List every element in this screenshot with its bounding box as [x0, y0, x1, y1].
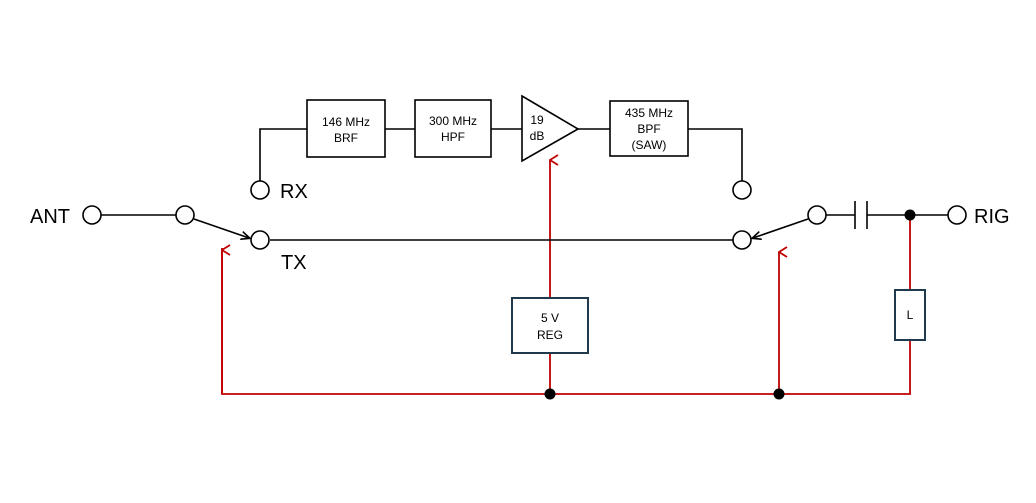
rx-wire-right: [688, 128, 743, 181]
control-lines: [222, 160, 911, 400]
bpf-line2: BPF: [637, 122, 660, 136]
rx-terminal-node: [250, 180, 270, 200]
bpf-filter-block: 435 MHz BPF (SAW): [609, 100, 689, 157]
hpf-line1: 300 MHz: [429, 114, 477, 128]
right-switch-common-node: [807, 205, 827, 225]
brf-line2: BRF: [334, 131, 358, 145]
rig-terminal-node: [947, 205, 967, 225]
amp-line1: 19: [530, 113, 544, 127]
tx-label: TX: [281, 252, 307, 274]
inductor-block: L: [894, 289, 926, 341]
right-switch-blade: [753, 218, 809, 238]
reg-line1: 5 V: [541, 311, 559, 325]
rx-label: RX: [280, 181, 308, 203]
right-tx-node: [732, 230, 752, 250]
bpf-line1: 435 MHz: [625, 106, 673, 120]
left-switch-common-node: [175, 205, 195, 225]
inductor-label: L: [907, 308, 914, 322]
amp-line2: dB: [530, 129, 545, 143]
bpf-line3: (SAW): [632, 138, 667, 152]
regulator-block: 5 V REG: [511, 297, 589, 354]
rx-wire-left: [259, 128, 307, 181]
junction-dot: [773, 388, 785, 400]
brf-filter-block: 146 MHz BRF: [306, 99, 386, 158]
brf-line1: 146 MHz: [322, 115, 370, 129]
reg-line2: REG: [537, 328, 563, 342]
terminal-nodes: [82, 180, 967, 250]
ant-terminal-node: [82, 205, 102, 225]
right-rx-node: [732, 180, 752, 200]
junction-dot: [904, 209, 916, 221]
amplifier-block: 19 dB: [521, 94, 580, 163]
left-switch-blade: [193, 218, 249, 238]
hpf-line2: HPF: [441, 130, 465, 144]
ant-label: ANT: [30, 206, 70, 228]
tx-terminal-node: [250, 230, 270, 250]
hpf-filter-block: 300 MHz HPF: [414, 99, 492, 158]
rig-label: RIG: [974, 206, 1010, 228]
signal-wiring: [101, 128, 948, 241]
junction-dot: [544, 388, 556, 400]
